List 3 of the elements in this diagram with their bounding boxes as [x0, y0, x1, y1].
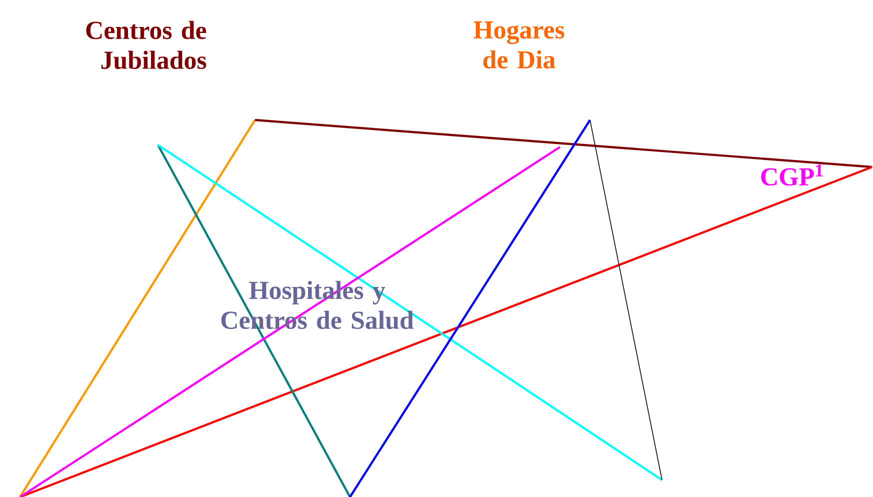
area-label: Centros de Jubilados — [86, 20, 206, 70]
area-label: CGP$^{1}$ — [761, 164, 823, 186]
area-label: Hogares de Dia — [474, 21, 564, 69]
